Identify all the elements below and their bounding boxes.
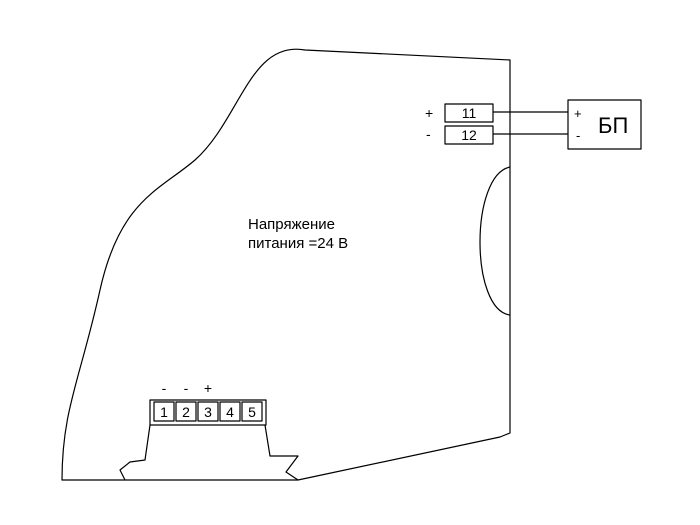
terminal-2-box: [175, 401, 197, 422]
power-supply-minus: -: [576, 128, 580, 143]
power-supply-label: БП: [598, 113, 628, 138]
terminal-12-box: [444, 125, 494, 145]
terminal-2-polarity: -: [184, 380, 189, 396]
bottom-terminal-frame: [149, 399, 267, 426]
power-terminal-block: 11 12 + -: [425, 103, 494, 145]
terminal-11-number: 11: [462, 105, 477, 121]
terminal-3-box: [197, 401, 219, 422]
din-clip-left: [119, 424, 151, 481]
terminal-4-number: 4: [226, 404, 234, 420]
terminal-12-number: 12: [461, 127, 477, 143]
terminal-3-number: 3: [204, 404, 212, 420]
terminal-4-box: [219, 401, 241, 422]
din-clip-right: [264, 424, 299, 481]
power-supply-box: [567, 99, 642, 150]
terminal-1-number: 1: [160, 404, 168, 420]
supply-voltage-caption-line1: Напряжение: [248, 216, 335, 233]
bottom-terminal-block: 1 2 3 4 5 - - +: [149, 380, 267, 426]
terminal-5-number: 5: [248, 404, 256, 420]
supply-voltage-caption-line2: питания =24 В: [248, 235, 348, 252]
terminal-3-polarity: +: [204, 380, 212, 396]
device-housing: [61, 48, 511, 481]
terminal-1-polarity: -: [162, 380, 167, 396]
power-supply: БП + -: [567, 99, 642, 150]
side-notch: [479, 166, 511, 316]
terminal-11-polarity: +: [425, 105, 433, 121]
terminal-11-box: [444, 103, 494, 123]
terminal-2-number: 2: [182, 404, 190, 420]
terminal-1-box: [153, 401, 175, 422]
terminal-12-polarity: -: [426, 126, 431, 142]
terminal-5-box: [241, 401, 263, 422]
power-supply-plus: +: [574, 106, 582, 121]
